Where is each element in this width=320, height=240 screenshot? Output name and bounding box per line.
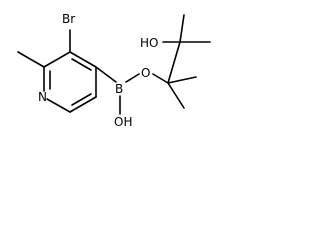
atom-label-oxygen-ester: O [141, 66, 150, 80]
bond-cq1-methyl-a [167, 76, 197, 84]
atom-label-bromine: Br [62, 12, 75, 26]
bond-cq2-methyl-a [179, 14, 185, 43]
bond-c5-c6 [69, 96, 97, 113]
pyridine-ring [43, 51, 97, 113]
atom-label-hydroxyl-pinacol: HO [140, 36, 158, 50]
atom-label-hydroxyl-boron: OH [114, 115, 132, 129]
bond-c2-methyl [17, 51, 45, 68]
bond-c3-c4-inner [71, 58, 92, 71]
atom-label-nitrogen: N [38, 90, 47, 104]
bond-cq1-cq2 [167, 41, 181, 84]
atom-label-boron: B [115, 82, 123, 96]
bond-c2-c3 [43, 51, 71, 68]
chemical-structure-diagram: Br N B O OH HO [17, 12, 211, 129]
bond-cq1-methyl-b [167, 82, 185, 109]
bond-c6-n1 [46, 98, 71, 113]
bond-c4-b [95, 66, 117, 83]
bond-o-cq1 [152, 73, 169, 84]
bond-c5-c6-inner [71, 93, 92, 106]
bond-c3-c4 [69, 51, 97, 68]
bond-b-o [125, 73, 140, 83]
